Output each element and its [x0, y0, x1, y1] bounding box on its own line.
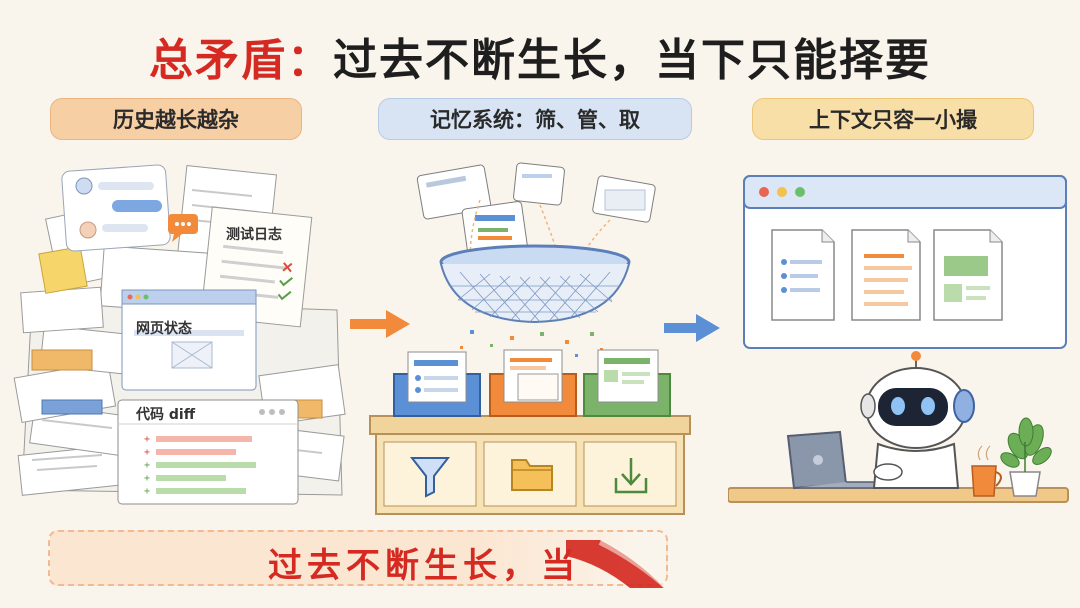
svg-text:+: + [144, 460, 150, 471]
bottom-caption: 过去不断生长，当 [268, 546, 580, 586]
svg-text:+: + [144, 486, 150, 497]
test-log-label: 测试日志 [226, 227, 282, 243]
context-window-illustration [728, 170, 1072, 520]
svg-text:+: + [144, 434, 150, 445]
section-label-history: 历史越长越杂 [50, 98, 302, 140]
funnel-icon [409, 457, 451, 498]
memory-sieve-illustration [360, 160, 700, 520]
title-highlight: 总矛盾： [149, 35, 333, 86]
section-label-memory: 记忆系统：筛、管、取 [378, 98, 692, 140]
svg-text:+: + [144, 473, 150, 484]
svg-text:+: + [144, 447, 150, 458]
web-state-label: 网页状态 [136, 321, 192, 337]
code-diff-label: 代码 diff [136, 407, 196, 423]
folder-icon [511, 459, 553, 491]
arrow-right-icon [350, 310, 410, 338]
download-icon [614, 458, 648, 494]
page-title: 总矛盾：过去不断生长，当下只能择要 [0, 24, 1080, 88]
red-brush-stroke [566, 539, 673, 590]
document-pile-illustration: + + + + + 测试日志 网页状态 代码 diff [12, 150, 352, 520]
section-label-context: 上下文只容一小撮 [752, 98, 1034, 140]
arrow-right-icon [664, 314, 720, 342]
robot-icon [860, 351, 975, 489]
title-main: 过去不断生长，当下只能择要 [333, 35, 931, 86]
